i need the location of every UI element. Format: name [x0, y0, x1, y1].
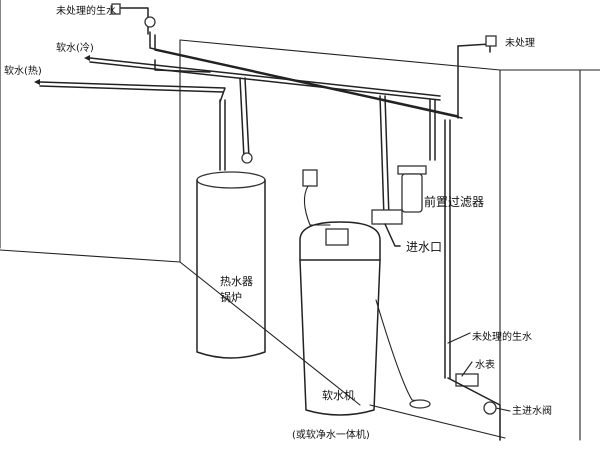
prefilter-label: 前置过滤器: [424, 194, 484, 209]
power-cord: [303, 185, 331, 226]
drain-hose: [375, 299, 429, 403]
floor-wall-left-line: [0, 249, 361, 406]
main-valve-label: 主进水阀: [512, 404, 552, 417]
soft-cold-label: 软水(冷): [56, 41, 94, 54]
heater-valve-icon: [241, 152, 253, 164]
softener-riser: [379, 95, 385, 219]
pre-filter: 前置过滤器: [397, 165, 484, 213]
heater-top: [196, 171, 266, 189]
floor-front-line: [369, 404, 506, 439]
arrow-hot-icon: [34, 79, 40, 85]
right-wall-outline: [499, 69, 581, 441]
branch-down: [154, 59, 211, 73]
water-softener: 软水机: [299, 221, 431, 416]
softener-display: [325, 228, 349, 246]
inlet-valve: 进水口: [371, 209, 442, 254]
water-heater: 热水器 锅炉: [196, 171, 266, 359]
untreated-top-pipe-2: [154, 34, 463, 119]
faucet-right-icon: [485, 35, 497, 47]
leader-meter: [461, 361, 473, 377]
soft-cold-pipe-2: [89, 61, 441, 101]
softener-riser-2: [384, 95, 390, 219]
filter-housing: [401, 173, 423, 213]
untreated-top-right-label: 未处理: [505, 37, 535, 49]
soft-hot-pipe: [39, 81, 226, 103]
untreated-right-label: 未处理的生水: [472, 330, 532, 343]
filter-head: [397, 165, 427, 175]
inlet-pipe: [384, 223, 401, 247]
faucet-top-right: [457, 35, 497, 119]
softener-head: [299, 221, 381, 261]
faucet-spout-icon: [111, 3, 121, 15]
vertical-pipes: [219, 77, 451, 379]
softener-note: (或软净水一体机): [292, 428, 370, 441]
faucet-right-pipe: [457, 43, 491, 53]
untreated-top-pipe: [149, 31, 459, 117]
untreated-top-label: 未处理的生水: [56, 4, 116, 17]
heater-label-1: 热水器: [220, 275, 253, 288]
water-meter-icon: [455, 373, 479, 387]
main-inlet: 未处理的生水 水表 主进水阀: [447, 330, 552, 441]
heater-cold-riser-2: [244, 77, 250, 159]
softener-tank: [299, 259, 381, 416]
heater-label-2: 锅炉: [220, 291, 242, 304]
heater-cold-riser: [239, 77, 245, 159]
leader-valve: [495, 407, 511, 412]
ceiling-edge: [179, 39, 501, 71]
leader-untreated: [447, 332, 471, 344]
electrical-box: [302, 169, 331, 226]
arrow-cold-icon: [84, 55, 90, 61]
soft-cold-pipe: [89, 57, 441, 97]
main-supply-pipe: [447, 377, 501, 441]
heater-body: [196, 179, 266, 359]
main-valve-icon: [483, 401, 497, 415]
outlet-icon: [302, 169, 318, 187]
faucet-top-left: [111, 3, 156, 35]
soft-hot-pipe-2: [39, 85, 224, 93]
drain-fitting-icon: [409, 399, 431, 409]
inlet-label: 进水口: [406, 240, 442, 254]
horizontal-pipes: [34, 31, 463, 119]
meter-label: 水表: [475, 358, 495, 371]
softener-label: 软水机: [322, 388, 355, 402]
soft-hot-label: 软水(热): [4, 64, 42, 77]
valve-handle-icon: [144, 16, 156, 28]
bypass-valve-icon: [371, 209, 403, 225]
